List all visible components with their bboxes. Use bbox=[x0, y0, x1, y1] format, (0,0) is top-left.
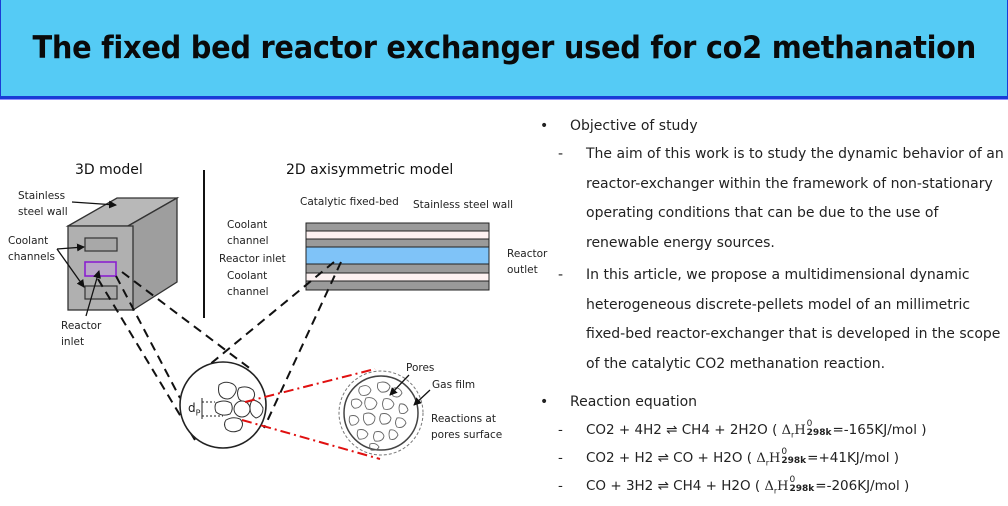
red-zoom-lines bbox=[241, 368, 381, 460]
arrow-coolant-top bbox=[56, 243, 85, 252]
reactor-diagram: 3D model Stainless steel wall Coolant ch… bbox=[0, 100, 547, 491]
dash-icon: - bbox=[558, 422, 563, 438]
coolant-channel-top-3d bbox=[84, 237, 118, 252]
bed-cross-section bbox=[179, 361, 267, 449]
label-pores: Pores bbox=[406, 362, 435, 374]
reactor-inlet-3d bbox=[84, 261, 117, 277]
slide-title: The fixed bed reactor exchanger used for… bbox=[32, 30, 976, 66]
coolant-channel-bottom-3d bbox=[84, 285, 118, 300]
dash-icon: - bbox=[558, 450, 563, 466]
label-catalytic-bed: Catalytic fixed-bed bbox=[300, 196, 399, 208]
label-particle-diameter: dP bbox=[188, 401, 201, 418]
arrow-reactor-inlet bbox=[85, 270, 101, 317]
heading-2d-model: 2D axisymmetric model bbox=[286, 162, 454, 178]
reactions-heading: • Reaction equation bbox=[530, 388, 1008, 416]
label-reactor-inlet-2d: Reactor inlet bbox=[219, 253, 286, 265]
box-3d bbox=[65, 196, 180, 312]
label-stainless-wall-2d: Stainless steel wall bbox=[413, 199, 514, 211]
objective-item: - In this article, we propose a multidim… bbox=[530, 261, 1008, 379]
bullet-icon: • bbox=[540, 394, 549, 410]
title-banner: The fixed bed reactor exchanger used for… bbox=[0, 0, 1008, 99]
zoom-lines bbox=[97, 261, 342, 441]
layers-2d bbox=[305, 222, 490, 291]
arrow-wall-3d bbox=[71, 200, 117, 209]
label-stainless-wall-3d: Stainless steel wall bbox=[18, 190, 68, 218]
dash-icon: - bbox=[558, 478, 563, 494]
arrow-gas-film bbox=[413, 389, 431, 406]
label-reactions-surface: Reactions at pores surface bbox=[431, 413, 503, 441]
objective-heading: • Objective of study bbox=[530, 112, 1008, 140]
dash-icon: - bbox=[558, 146, 564, 162]
label-coolant-channels-3d: Coolant channels bbox=[8, 235, 56, 263]
bullet-icon: • bbox=[540, 118, 549, 134]
label-coolant-channel-bottom: Coolant channel bbox=[227, 270, 269, 298]
heading-3d-model: 3D model bbox=[75, 162, 143, 178]
label-gas-film: Gas film bbox=[432, 379, 476, 391]
label-reactor-inlet-3d: Reactor inlet bbox=[61, 320, 102, 348]
diagram-canvas bbox=[56, 170, 490, 460]
text-panel: • Objective of study - The aim of this w… bbox=[530, 112, 1008, 500]
label-coolant-channel-top: Coolant channel bbox=[227, 219, 269, 247]
arrow-coolant-bottom bbox=[56, 248, 85, 288]
label-reactor-outlet: Reactor outlet bbox=[507, 248, 548, 276]
pellet-detail bbox=[338, 370, 424, 456]
dash-icon: - bbox=[558, 267, 564, 283]
objective-item: - The aim of this work is to study the d… bbox=[530, 140, 1008, 258]
arrow-pores bbox=[389, 374, 410, 396]
